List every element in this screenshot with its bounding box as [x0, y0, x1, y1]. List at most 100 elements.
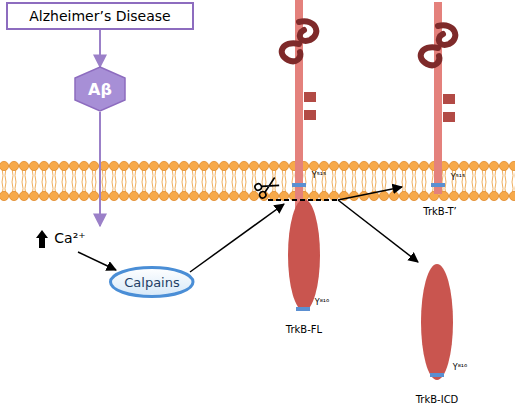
pathway-arrow: [99, 30, 101, 67]
lipid-head: [199, 161, 208, 170]
lipid-head: [509, 161, 515, 170]
lipid-head: [469, 161, 478, 170]
cleavage-line: [268, 199, 338, 201]
lipid-head: [179, 161, 188, 170]
lipid-head: [159, 191, 168, 200]
lipid-head: [219, 161, 228, 170]
lipid-head: [499, 191, 508, 200]
lipid-head: [349, 161, 358, 170]
residue-label: Y⁸¹⁶: [315, 299, 330, 308]
lipid-head: [399, 191, 408, 200]
lipid-head: [89, 161, 98, 170]
lipid-head: [9, 161, 18, 170]
lipid-head: [379, 191, 388, 200]
residue-label: Y⁵¹⁵: [451, 174, 466, 183]
lipid-head: [479, 191, 488, 200]
lipid-head: [119, 191, 128, 200]
lipid-head: [39, 161, 48, 170]
lipid-head: [149, 161, 158, 170]
lipid-head: [169, 161, 178, 170]
lipid-head: [449, 191, 458, 200]
lipid-head: [59, 161, 68, 170]
lipid-head: [399, 161, 408, 170]
lipid-head: [479, 161, 488, 170]
lipid-head: [129, 161, 138, 170]
receptor-label: TrkB-ICD: [416, 394, 459, 405]
lipid-head: [279, 161, 288, 170]
lipid-head: [489, 161, 498, 170]
lipid-head: [419, 161, 428, 170]
lipid-head: [159, 161, 168, 170]
receptor-label: TrkB-FL: [286, 324, 322, 335]
lipid-head: [9, 191, 18, 200]
lipid-head: [409, 161, 418, 170]
lipid-head: [239, 191, 248, 200]
trkb-t-receptor: [421, 2, 456, 194]
lipid-head: [409, 191, 418, 200]
lipid-head: [229, 161, 238, 170]
lipid-head: [29, 191, 38, 200]
lipid-head: [189, 161, 198, 170]
lipid-head: [39, 191, 48, 200]
receptor-label: TrkB-T’: [423, 206, 456, 217]
enzyme-ellipse: Calpains: [109, 266, 195, 298]
scissors-icon: [254, 175, 281, 199]
pathway-arrow: [190, 204, 284, 272]
lipid-head: [109, 161, 118, 170]
lipid-head: [49, 161, 58, 170]
pathway-arrow: [99, 112, 101, 226]
lipid-head: [199, 191, 208, 200]
lipid-head: [79, 161, 88, 170]
lipid-head: [29, 161, 38, 170]
lipid-head: [459, 161, 468, 170]
residue-label: Y⁵¹⁵: [312, 172, 327, 181]
lipid-head: [239, 161, 248, 170]
lipid-head: [109, 191, 118, 200]
lipid-head: [419, 191, 428, 200]
lipid-head: [249, 191, 258, 200]
disease-box: Alzheimer’s Disease: [6, 2, 194, 30]
lipid-head: [119, 161, 128, 170]
lipid-head: [49, 191, 58, 200]
lipid-head: [389, 191, 398, 200]
lipid-head: [359, 161, 368, 170]
pathway-arrow: [338, 187, 402, 200]
lipid-head: [389, 161, 398, 170]
lipid-head: [329, 161, 338, 170]
lipid-head: [209, 161, 218, 170]
lipid-head: [309, 161, 318, 170]
trkb-icd-fragment: [421, 264, 453, 380]
ion-label: Ca²⁺: [54, 231, 85, 246]
lipid-head: [0, 161, 9, 170]
lipid-head: [209, 191, 218, 200]
lipid-head: [499, 161, 508, 170]
pathway-arrow: [78, 252, 116, 270]
amyloid-hexagon: Aβ: [75, 67, 125, 111]
lipid-head: [449, 161, 458, 170]
node-label: Calpains: [124, 275, 180, 290]
lipid-head: [489, 191, 498, 200]
lipid-head: [179, 191, 188, 200]
lipid-head: [259, 161, 268, 170]
lipid-head: [129, 191, 138, 200]
lipid-head: [139, 161, 148, 170]
lipid-head: [319, 161, 328, 170]
lipid-head: [149, 191, 158, 200]
lipid-head: [19, 191, 28, 200]
lipid-head: [59, 191, 68, 200]
lipid-head: [69, 161, 78, 170]
lipid-head: [369, 161, 378, 170]
lipid-head: [89, 191, 98, 200]
lipid-head: [459, 191, 468, 200]
lipid-head: [249, 161, 258, 170]
lipid-head: [19, 161, 28, 170]
lipid-head: [469, 191, 478, 200]
lipid-head: [69, 191, 78, 200]
pathway-arrow: [338, 200, 418, 262]
lipid-head: [0, 191, 9, 200]
residue-label: Y⁸¹⁶: [453, 364, 468, 373]
lipid-head: [139, 191, 148, 200]
